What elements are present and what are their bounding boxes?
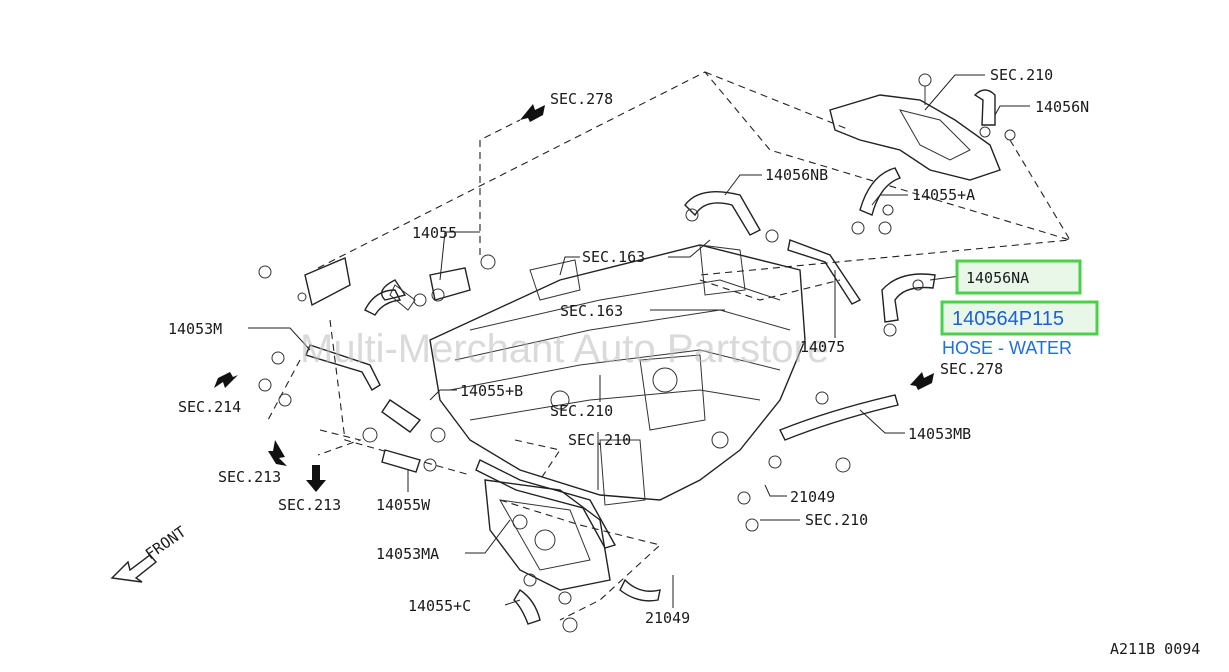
label-front: FRONT <box>142 523 189 564</box>
part-description: HOSE - WATER <box>942 338 1072 358</box>
hoses <box>305 89 996 625</box>
label-14075: 14075 <box>800 338 845 356</box>
label-14055b: 14055+B <box>460 382 523 400</box>
front-arrow-icon <box>110 554 158 583</box>
highlight-ref[interactable]: 14056NA <box>966 269 1029 287</box>
label-14055a: 14055+A <box>912 186 975 204</box>
label-14055w: 14055W <box>376 496 431 514</box>
label-14053m: 14053M <box>168 320 222 338</box>
part-labels: SEC.210 14056N SEC.278 14056NB 14055+A 1… <box>142 66 1200 658</box>
bracket <box>297 257 351 307</box>
label-sec278-top: SEC.278 <box>550 90 613 108</box>
highlight-ref-box[interactable] <box>955 259 1082 295</box>
label-sec213-b: SEC.213 <box>278 496 341 514</box>
leader-lines <box>248 74 1030 608</box>
part-number[interactable]: 140564P115 <box>952 308 1064 330</box>
fasteners <box>258 126 1016 633</box>
engine-block <box>429 244 806 506</box>
label-14053mb: 14053MB <box>908 425 971 443</box>
label-14056n: 14056N <box>1035 98 1089 116</box>
label-14055c: 14055+C <box>408 597 471 615</box>
label-21049-b: 21049 <box>645 609 690 627</box>
label-sec213-a: SEC.213 <box>218 468 281 486</box>
label-sec210-low: SEC.210 <box>805 511 868 529</box>
arrow-sec278-right <box>910 372 934 390</box>
label-14053ma: 14053MA <box>376 545 439 563</box>
arrow-sec214 <box>214 372 238 388</box>
part-number-box[interactable] <box>940 300 1099 336</box>
label-sec163-a: SEC.163 <box>582 248 645 266</box>
thermostat-housing <box>829 73 1001 181</box>
watermark: Multi-Merchant Auto Partstore <box>300 327 829 371</box>
arrow-sec213-b <box>306 465 326 492</box>
dashed-outlines <box>267 71 1071 621</box>
label-14056nb: 14056NB <box>765 166 828 184</box>
arrow-sec278-top <box>520 104 545 122</box>
label-sec210-center: SEC.210 <box>568 431 631 449</box>
label-sec210-top: SEC.210 <box>990 66 1053 84</box>
label-sec210-mid: SEC.210 <box>550 402 613 420</box>
direction-arrows <box>110 104 934 583</box>
diagram-code: A211B 0094 <box>1110 640 1200 658</box>
label-sec163-b: SEC.163 <box>560 302 623 320</box>
lower-housing <box>484 479 611 591</box>
highlighted-part[interactable]: 14056NA 140564P115 HOSE - WATER <box>940 259 1099 358</box>
label-sec214: SEC.214 <box>178 398 241 416</box>
label-sec278-right: SEC.278 <box>940 360 1003 378</box>
label-14055: 14055 <box>412 224 457 242</box>
label-21049-a: 21049 <box>790 488 835 506</box>
arrow-sec213-a <box>268 440 287 466</box>
